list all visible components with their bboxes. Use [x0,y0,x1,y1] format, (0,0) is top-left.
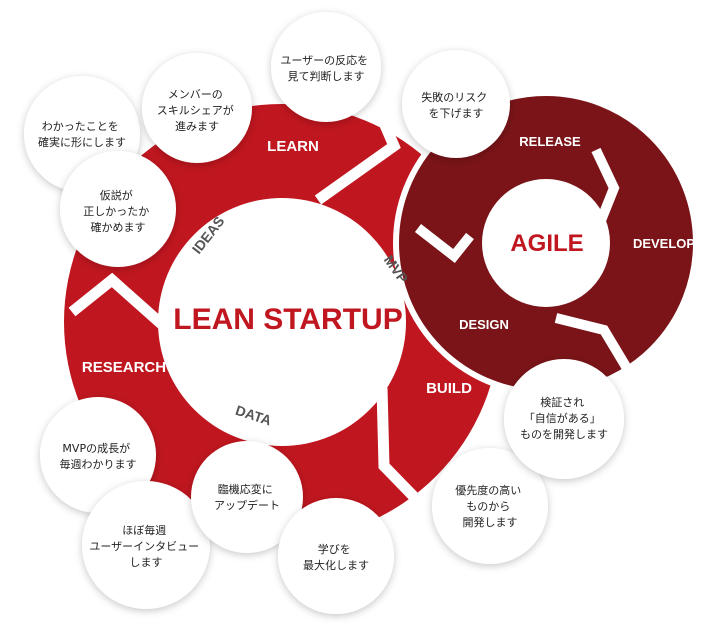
bubble-line: 確実に形にします [38,135,126,149]
svg-text:優先度の高い ものから 開発します: 優先度の高い ものから 開発します [455,483,525,529]
bubble-line: します [130,556,163,569]
bubble-line: 見て判断します [288,69,365,83]
svg-text:ほぼ毎週 ユーザーインタビュー しま: ほぼ毎週 ユーザーインタビュー します [89,524,202,569]
bubble-line: ものから [466,500,510,513]
bubble-update: 臨機応変に アップデート [191,441,303,553]
svg-text:わかったことを 確実に形にします: わかったことを 確実に形にします [38,120,126,149]
svg-text:検証され 「自信がある」 ものを開発: 検証され 「自信がある」 ものを開発します [520,395,608,441]
stage-build-label: BUILD [426,380,472,397]
bubble-line: 確かめます [91,220,146,234]
svg-text:失敗のリスク を下げます: 失敗のリスク を下げます [421,90,491,120]
bubble-line: 臨機応変に [218,482,273,496]
agile-center [482,179,610,307]
bubble-line: わかったことを [42,120,119,133]
bubble-line: 進みます [175,120,219,133]
agile-cycle [393,90,699,396]
bubble-line: 検証され [540,395,584,409]
bubble-line: スキルシェアが [157,103,234,117]
bubble-reaction: ユーザーの反応を 見て判断します [271,12,381,122]
bubble-line: 開発します [463,515,518,529]
bubble-line: 「自信がある」 [524,411,601,425]
svg-text:メンバーの スキルシェアが 進みます: メンバーの スキルシェアが 進みます [157,88,238,133]
notch-learn [314,92,401,205]
svg-text:ユーザーの反応を 見て判断します: ユーザーの反応を 見て判断します [280,53,371,83]
svg-text:仮説が 正しかったか 確かめます: 仮説が 正しかったか 確かめます [83,188,153,234]
bubble-line: ユーザーインタビュー [89,540,199,553]
lean-startup-title: LEAN STARTUP [173,303,402,336]
notch-build [376,387,460,544]
stage-develop-label: DEVELOP [633,236,695,251]
bubble-line: 毎週わかります [60,458,137,471]
lean-center [158,198,406,446]
bubble-failure: 失敗のリスク を下げます [402,50,510,158]
bubble-interview: ほぼ毎週 ユーザーインタビュー します [82,481,210,609]
bubble-line: 失敗のリスク [421,90,487,104]
bubble-line: 最大化します [303,558,369,572]
stage-learn-label: LEARN [267,138,319,155]
notch-release [554,313,633,373]
bubble-priority: 優先度の高い ものから 開発します [432,448,548,564]
bubble-line: 仮説が [100,188,133,202]
notch-research [68,272,179,341]
bubble-line: を下げます [429,107,484,120]
bubble-line: 優先度の高い [455,483,521,497]
bubble-line: メンバーの [168,88,223,101]
bubble-line: 正しかったか [83,205,149,218]
bubble-hypothesis: 仮説が 正しかったか 確かめます [60,151,176,267]
bubble-line: アップデート [214,498,280,512]
bubble-skill: メンバーの スキルシェアが 進みます [142,53,252,163]
notch-design [414,224,474,263]
bubble-line: ものを開発します [520,427,608,441]
svg-text:学びを 最大化します: 学びを 最大化します [303,542,369,572]
bubble-line: 学びを [318,542,351,556]
stage-research-label: RESEARCH [82,359,166,376]
bubble-line: ほぼ毎週 [122,524,166,537]
svg-text:MVPの成長が 毎週わかります: MVPの成長が 毎週わかります [60,441,137,471]
bubble-line: ユーザーの反応を [280,53,368,67]
bubble-line: MVPの成長が [62,441,130,455]
svg-text:臨機応変に アップデート: 臨機応変に アップデート [214,482,280,512]
stage-release-label: RELEASE [519,134,581,149]
bubble-verified: 検証され 「自信がある」 ものを開発します [504,359,624,479]
stage-design-label: DESIGN [459,317,509,332]
bubble-learning: 学びを 最大化します [278,498,394,614]
agile-title: AGILE [510,230,583,257]
